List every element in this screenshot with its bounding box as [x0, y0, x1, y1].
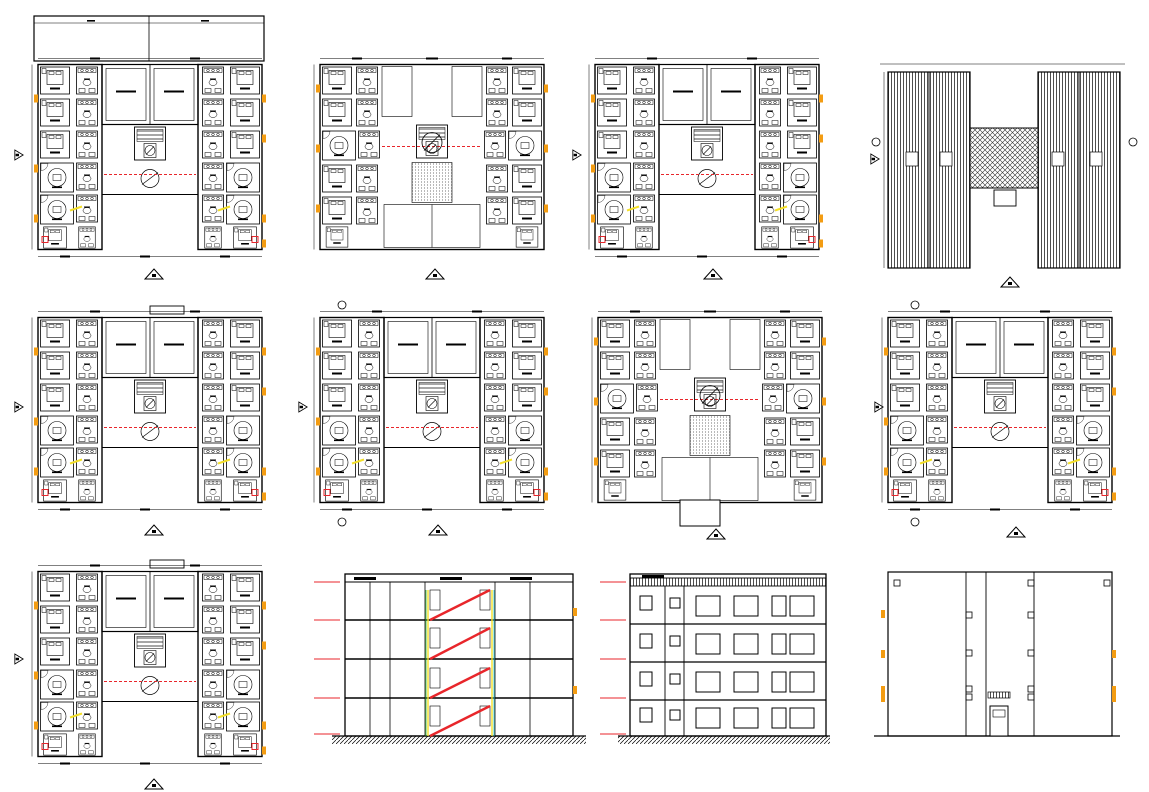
floor-plan-1 — [14, 15, 266, 280]
floor-plan-7 — [874, 300, 1116, 538]
floor-plan-5 — [298, 300, 548, 536]
front-elevation — [600, 573, 830, 744]
building-section — [314, 573, 586, 744]
floor-plan-4 — [14, 305, 266, 536]
floor-plan-2 — [314, 58, 548, 280]
floor-plan-6 — [592, 311, 826, 540]
floor-plan-8 — [14, 559, 266, 790]
roof-plan — [870, 63, 1138, 288]
floor-plan-3 — [572, 58, 823, 280]
side-elevation — [874, 571, 1120, 737]
